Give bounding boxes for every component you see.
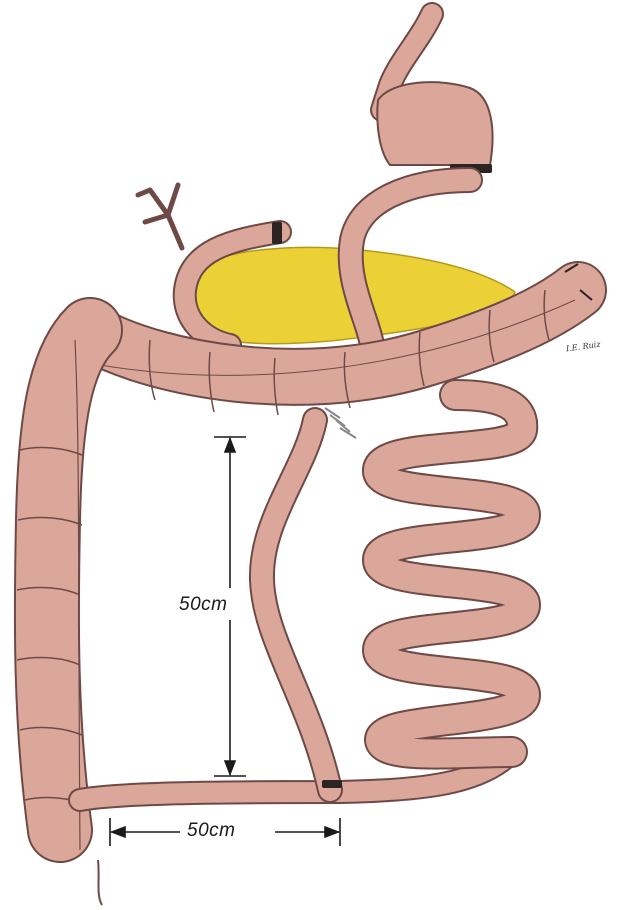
biliary-branch-icon: [138, 185, 182, 248]
duodenal-stump-staples: [272, 222, 282, 244]
gastric-pouch: [377, 82, 492, 165]
anastomosis-staples: [322, 780, 342, 788]
horizontal-length-label: 50cm: [184, 820, 238, 842]
coiled-small-bowel: [378, 395, 525, 754]
ligated-end-icon: [325, 408, 356, 438]
appendix-tail: [98, 860, 102, 905]
vertical-length-label: 50cm: [176, 594, 230, 616]
